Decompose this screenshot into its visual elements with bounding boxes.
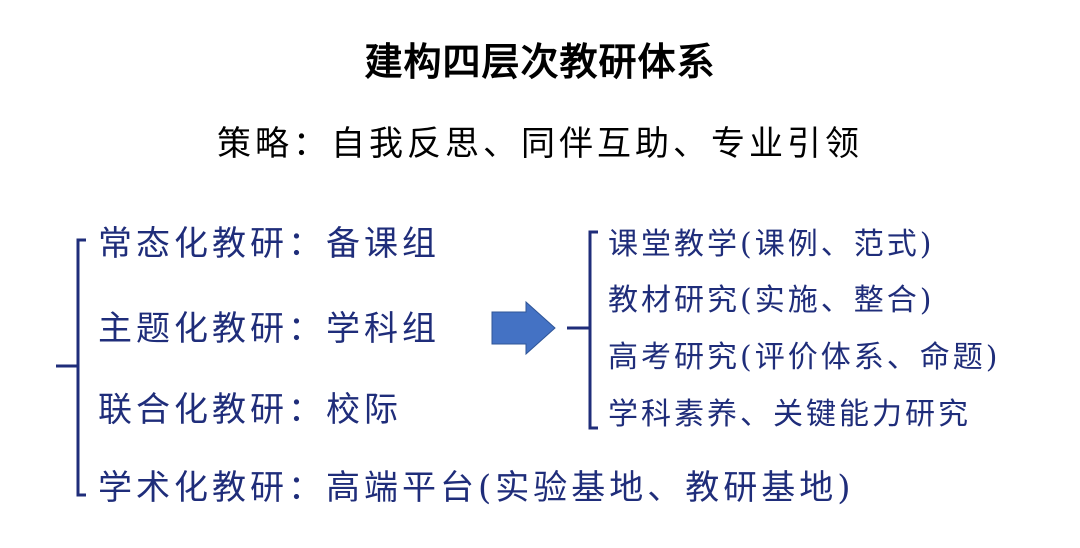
diagram-title: 建构四层次教研体系 <box>364 40 716 84</box>
level-item-academic: 学术化教研：高端平台(实验基地、教研基地) <box>98 468 855 508</box>
research-item-classroom: 课堂教学(课例、范式) <box>608 227 935 262</box>
level-item-thematic: 主题化教研：学科组 <box>98 309 440 349</box>
research-item-textbook: 教材研究(实施、整合) <box>608 283 935 318</box>
left-bracket <box>76 238 86 497</box>
research-item-literacy: 学科素养、关键能力研究 <box>608 397 971 432</box>
right-bracket <box>588 230 598 430</box>
right-arrow-icon <box>491 300 556 356</box>
level-item-joint: 联合化教研：校际 <box>98 390 402 430</box>
strategy-line: 策略：自我反思、同伴互助、专业引领 <box>217 124 863 164</box>
research-item-exam: 高考研究(评价体系、命题) <box>608 340 1001 375</box>
level-item-routine: 常态化教研：备课组 <box>98 224 440 264</box>
